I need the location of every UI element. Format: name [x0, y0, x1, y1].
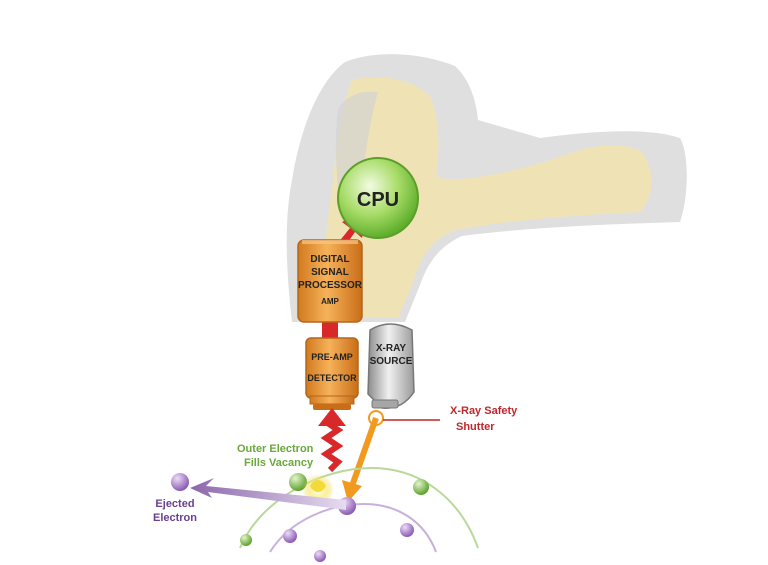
shutter-label-line-1: X-Ray Safety — [450, 405, 518, 417]
housing-yellow-trim — [318, 77, 652, 318]
vacancy-spark — [310, 480, 326, 492]
detector-label: DETECTOR — [307, 373, 357, 383]
xray-source-label-line-2: SOURCE — [370, 356, 413, 367]
outer-orbit — [239, 466, 479, 549]
electron-purple-bottom — [314, 550, 326, 562]
dsp-label-line-3: PROCESSOR — [298, 280, 363, 291]
detector-module: PRE-AMP DETECTOR — [305, 337, 359, 410]
electron-green-outer-right — [413, 479, 429, 495]
electron-purple-inner-left — [283, 529, 297, 543]
outer-electron-label-line-2: Fills Vacancy — [244, 457, 314, 469]
inner-orbit — [269, 502, 437, 553]
xray-safety-shutter-indicator: X-Ray Safety Shutter — [368, 405, 518, 433]
dsp-label-line-2: SIGNAL — [311, 267, 349, 278]
electron-green-bottom-left — [240, 534, 252, 546]
atom-model — [171, 466, 479, 562]
cpu-label: CPU — [357, 189, 399, 211]
ejected-electron-label-line-1: Ejected — [155, 498, 194, 510]
shutter-label-line-2: Shutter — [456, 421, 495, 433]
ejected-electron-label-line-2: Electron — [153, 512, 197, 524]
digital-signal-processor-module: DIGITAL SIGNAL PROCESSOR AMP — [297, 239, 363, 323]
incident-xray-arrow — [342, 417, 379, 502]
xray-source-module: X-RAY SOURCE — [367, 323, 415, 409]
ejected-electron-trail — [190, 478, 346, 510]
cpu-node: CPU — [337, 157, 419, 239]
amp-label: AMP — [321, 297, 339, 306]
preamp-label: PRE-AMP — [311, 352, 353, 362]
dsp-label-line-1: DIGITAL — [310, 254, 349, 265]
electron-purple-inner-right — [400, 523, 414, 537]
outer-electron-label-line-1: Outer Electron — [237, 443, 314, 455]
fluorescence-xray-arrow — [318, 408, 346, 473]
xray-source-label-line-1: X-RAY — [376, 343, 407, 354]
ejected-electron — [171, 473, 189, 491]
